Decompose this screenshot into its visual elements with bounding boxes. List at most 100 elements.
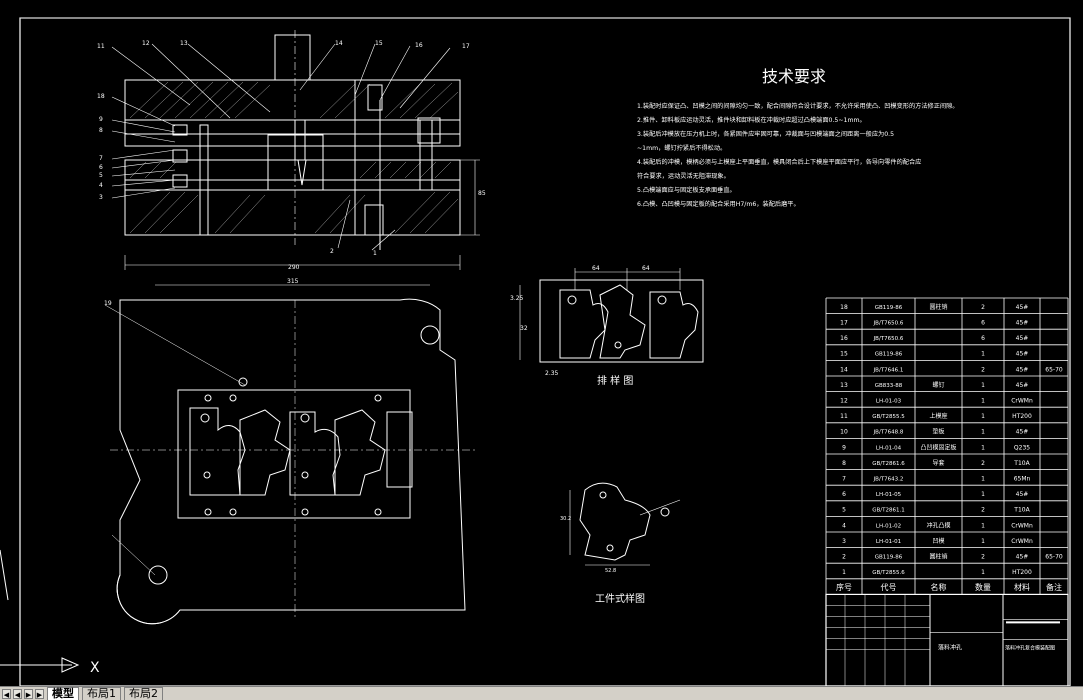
tech-note-3: 3.装配后冲模放在压力机上时，各紧固件应牢固可靠，冲裁面与凹模端面之间距离一般应…: [637, 130, 894, 138]
dim-part-height: 30.2: [560, 516, 571, 522]
tech-note-4: ~1mm，螺钉拧紧后不得松动。: [637, 144, 726, 152]
bom-header-note: 备注: [1046, 582, 1062, 592]
tab-model[interactable]: 模型: [47, 687, 79, 700]
next-tab-button[interactable]: ▶: [24, 688, 33, 699]
balloon-14: 14: [335, 40, 343, 47]
bom-cell-name: 圆柱销: [929, 303, 947, 311]
tech-note-1: 1.装配时应保证凸、凹模之间的间隙均匀一致，配合间隙符合设计要求，不允许采用使凸…: [637, 102, 958, 110]
bom-cell-name: 冲孔凸模: [926, 521, 950, 529]
first-tab-button[interactable]: ◀: [2, 688, 11, 699]
dim-part-width: 52.8: [605, 568, 616, 574]
bom-cell-code: GB/T2861.1: [872, 508, 905, 514]
bom-cell-no: 17: [840, 320, 848, 327]
dim-side-2: 32: [520, 325, 528, 332]
tech-note-8: 6.凸模、凸凹模与固定板的配合采用H7/m6，装配后磨平。: [637, 200, 800, 208]
bom-cell-qty: 2: [981, 366, 985, 373]
bom-header-name: 名称: [931, 582, 947, 592]
ucs-icon: [0, 549, 80, 673]
bom-cell-no: 1: [842, 569, 846, 576]
sheet-border: [19, 17, 1071, 686]
bom-cell-code: JB/T7650.6: [873, 336, 904, 342]
bom-cell-no: 2: [842, 554, 846, 561]
bom-cell-qty: 1: [981, 351, 985, 358]
bom-cell-no: 4: [842, 522, 846, 529]
bom-cell-code: LH-01-05: [876, 492, 902, 498]
tech-note-2: 2.推件、卸料板应运动灵活，推件块和卸料板在冲裁时应超过凸模端面0.5~1mm。: [637, 116, 866, 124]
bom-header-mat: 材料: [1014, 582, 1030, 592]
tech-note-7: 5.凸模端面应与固定板支承面垂直。: [637, 186, 736, 194]
bom-cell-name: 圆柱销: [929, 553, 947, 561]
dim-overall-width: 290: [288, 264, 300, 271]
balloon-15: 15: [375, 40, 383, 47]
bom-cell-mat: CrWMn: [1011, 538, 1033, 545]
bom-cell-no: 9: [842, 444, 846, 451]
dim-plan-width: 315: [287, 278, 299, 285]
bom-cell-mat: CrWMn: [1011, 398, 1033, 405]
balloon-18: 18: [97, 93, 105, 100]
title-block-right-text: 落料冲孔复合模装配图: [1005, 644, 1055, 651]
workpiece-view: [569, 482, 681, 566]
balloon-19: 19: [104, 300, 112, 307]
bom-cell-code: GB/T2861.6: [872, 461, 905, 467]
bom-cell-mat: 45#: [1016, 429, 1029, 436]
tab-layout2[interactable]: 布局2: [124, 687, 163, 700]
dim-side-3: 2.35: [545, 370, 559, 377]
balloon-12: 12: [142, 40, 150, 47]
bom-cell-note: 65-70: [1045, 554, 1063, 561]
bom-cell-code: JB/T7646.1: [873, 367, 904, 373]
bom-cell-name: 垫板: [932, 428, 944, 436]
tech-note-6: 符合要求，运动灵活无阻滞现象。: [637, 172, 730, 180]
tab-layout1[interactable]: 布局1: [82, 687, 121, 700]
bom-cell-mat: 45#: [1016, 554, 1029, 561]
bom-cell-mat: Q235: [1014, 444, 1030, 451]
bom-header-code: 代号: [881, 582, 897, 592]
dim-labels: 290 85 315: [287, 190, 486, 285]
bom-cell-name: 导套: [932, 459, 944, 467]
bom-cell-note: 65-70: [1045, 366, 1063, 373]
balloon-5: 5: [99, 172, 103, 179]
balloon-4: 4: [99, 182, 103, 189]
bom-cell-no: 5: [842, 507, 846, 514]
bom-header-no: 序号: [836, 582, 852, 592]
tech-note-5: 4.装配后的冲模，模柄必须与上模座上平面垂直，模具闭合后上下模座平面应平行，各导…: [637, 158, 921, 166]
workpiece-caption: 工件式样图: [595, 592, 645, 605]
bom-cell-qty: 1: [981, 569, 985, 576]
bom-cell-qty: 1: [981, 382, 985, 389]
bom-cell-qty: 2: [981, 460, 985, 467]
bom-cell-no: 15: [840, 351, 848, 358]
prev-tab-button[interactable]: ◀: [13, 688, 22, 699]
ucs-x-label: X: [90, 660, 100, 676]
tech-notes: 1.装配时应保证凸、凹模之间的间隙均匀一致，配合间隙符合设计要求，不允许采用使凸…: [637, 102, 958, 208]
balloon-labels: 11 12 13 14 15 16 17 18 9 8 7 6 5 4 3 2 …: [97, 40, 470, 307]
dim-pitch-1: 64: [592, 265, 600, 272]
bom-cell-code: GB/T2855.5: [872, 414, 905, 420]
bom-cell-no: 8: [842, 460, 846, 467]
bom-cell-code: JB/T7650.6: [873, 321, 904, 327]
bom-header-qty: 数量: [975, 582, 991, 592]
last-tab-button[interactable]: ▶: [35, 688, 44, 699]
bom-cell-mat: 45#: [1016, 304, 1029, 311]
bom-cell-no: 12: [840, 398, 848, 405]
plan-view: [104, 284, 475, 625]
section-view: [111, 30, 480, 270]
bom-cell-mat: T10A: [1013, 507, 1030, 514]
bom-cell-name: 上模座: [929, 412, 947, 420]
bom-cell-mat: HT200: [1012, 413, 1032, 420]
bom-cell-no: 10: [840, 429, 848, 436]
